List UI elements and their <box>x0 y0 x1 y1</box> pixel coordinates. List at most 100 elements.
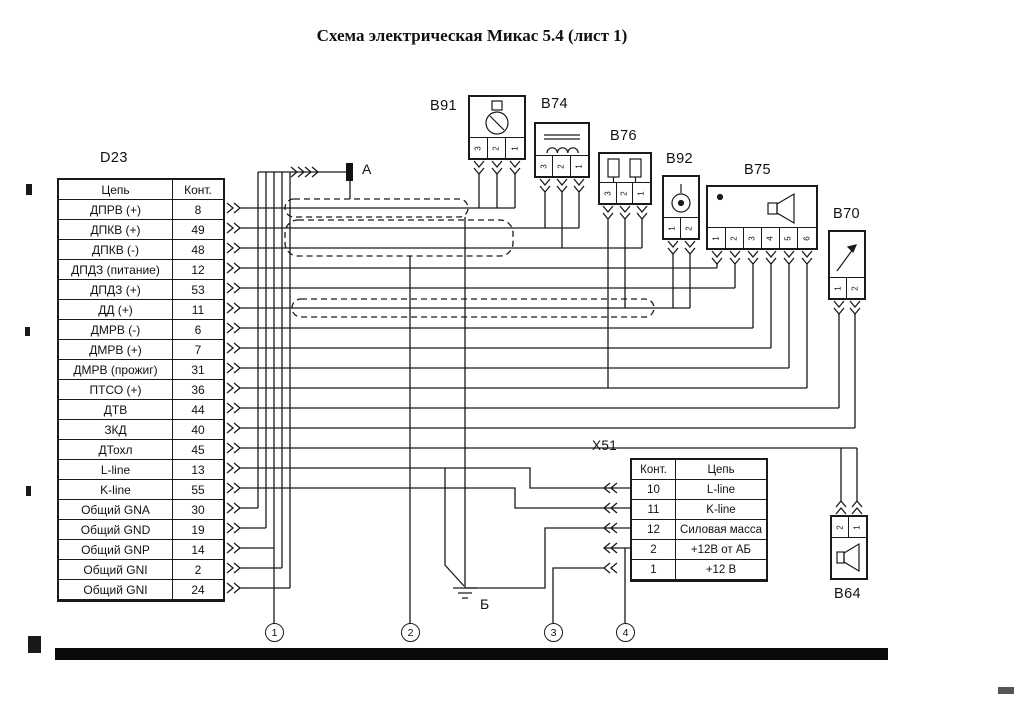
pin-cell: 48 <box>173 240 223 260</box>
scan-artifact <box>998 687 1014 694</box>
circuit-cell: ДПДЗ (+) <box>59 280 173 300</box>
pin-cell: 19 <box>173 520 223 540</box>
circuit-cell: ПТСО (+) <box>59 380 173 400</box>
column-header-circuit: Цепь <box>676 460 766 480</box>
point-b-label: Б <box>480 596 490 612</box>
circuit-cell: L-line <box>59 460 173 480</box>
ground-symbol <box>453 587 477 599</box>
pin-cell: 2 <box>553 156 571 176</box>
component-label-b70: B70 <box>833 206 860 222</box>
scan-artifact <box>28 636 41 653</box>
pin-strip: 1 2 3 4 5 6 <box>708 227 816 248</box>
pin-cell: 5 <box>780 228 798 248</box>
connector-label-d23: D23 <box>100 150 128 166</box>
pin-cell: 2 <box>850 285 860 291</box>
pin-cell: 1 <box>708 228 726 248</box>
component-label-b91: B91 <box>430 98 457 114</box>
circuit-cell: ДД (+) <box>59 300 173 320</box>
pin-cell: 11 <box>632 500 676 520</box>
component-pin-wires <box>478 174 858 501</box>
airflow-sensor-icon <box>716 192 795 225</box>
component-label-b74: B74 <box>541 96 568 112</box>
pin-cell: 3 <box>536 156 554 176</box>
pin-cell: 14 <box>173 540 223 560</box>
component-b91: 3 2 1 <box>468 95 526 160</box>
inductive-sensor-icon <box>544 134 580 154</box>
pin-cell: 2 <box>488 138 506 158</box>
pin-cell: 55 <box>173 480 223 500</box>
pin-cell: 10 <box>632 480 676 500</box>
knock-sensor-icon <box>671 184 691 213</box>
pin-cell: 36 <box>173 380 223 400</box>
pin-strip: 1 2 <box>830 277 864 298</box>
circuit-cell: +12 В <box>676 560 766 580</box>
circuit-cell: ДПРВ (+) <box>59 200 173 220</box>
circuit-cell: ДМРВ (-) <box>59 320 173 340</box>
bottom-marker-1: 1 <box>265 623 284 642</box>
circuit-cell: ДПКВ (+) <box>59 220 173 240</box>
scan-edge-bar <box>55 648 888 660</box>
resistor-sensor-icon <box>607 158 642 184</box>
page-title: Схема электрическая Микас 5.4 (лист 1) <box>316 26 628 45</box>
bottom-marker-4: 4 <box>616 623 635 642</box>
pin-cell: 53 <box>173 280 223 300</box>
pin-cell: 2 <box>617 183 634 203</box>
pin-cell: 40 <box>173 420 223 440</box>
pin-cell: 3 <box>744 228 762 248</box>
component-b64: 2 1 <box>830 515 868 580</box>
pin-cell: 1 <box>637 190 647 196</box>
column-header-pin: Конт. <box>632 460 676 480</box>
column-header-pin: Конт. <box>173 180 223 200</box>
circuit-cell: ДМРВ (+) <box>59 340 173 360</box>
pin-strip: 3 2 1 <box>600 182 650 203</box>
pin-cell: 2 <box>726 228 744 248</box>
component-b74: 3 2 1 <box>534 122 590 178</box>
pin-cell: 31 <box>173 360 223 380</box>
pin-strip: 3 2 1 <box>470 137 524 158</box>
pin-cell: 2 <box>684 225 694 231</box>
circuit-cell: Общий GNA <box>59 500 173 520</box>
pin-cell: 6 <box>802 235 812 241</box>
component-label-b92: B92 <box>666 151 693 167</box>
component-label-b75: B75 <box>744 162 771 178</box>
pin-cell: 1 <box>574 163 584 169</box>
pin-cell: 30 <box>173 500 223 520</box>
circuit-cell: K-line <box>676 500 766 520</box>
pin-cell: 2 <box>832 517 849 537</box>
pin-cell: 49 <box>173 220 223 240</box>
phase-sensor-icon <box>485 100 509 135</box>
circuit-cell: ДПДЗ (питание) <box>59 260 173 280</box>
circuit-cell: +12В от АБ <box>676 540 766 560</box>
pin-cell: 8 <box>173 200 223 220</box>
component-b70: 1 2 <box>828 230 866 300</box>
pin-cell: 12 <box>632 520 676 540</box>
scan-artifact <box>26 486 31 496</box>
circuit-cell: ЗКД <box>59 420 173 440</box>
component-label-b76: B76 <box>610 128 637 144</box>
pin-cell: 24 <box>173 580 223 600</box>
shield-capsules <box>284 198 655 318</box>
x51-table: Конт. Цепь 10 L-line 11 K-line 12 Силова… <box>630 458 768 582</box>
circuit-cell: ДМРВ (прожиг) <box>59 360 173 380</box>
pin-cell: 1 <box>664 218 681 238</box>
pin-cell: 3 <box>470 138 488 158</box>
point-a-label: А <box>362 161 372 177</box>
shield-drain-wires <box>409 217 466 623</box>
d23-row-arrows <box>226 202 241 594</box>
pin-cell: 7 <box>173 340 223 360</box>
circuit-cell: K-line <box>59 480 173 500</box>
pin-cell: 1 <box>632 560 676 580</box>
component-label-b64: B64 <box>834 586 861 602</box>
pin-strip: 2 1 <box>832 517 866 538</box>
column-header-circuit: Цепь <box>59 180 173 200</box>
component-b92: 1 2 <box>662 175 700 240</box>
scan-artifact <box>26 184 32 195</box>
pin-cell: 1 <box>852 524 862 530</box>
pin-cell: 1 <box>510 145 520 151</box>
pin-cell: 13 <box>173 460 223 480</box>
circuit-cell: Общий GNI <box>59 560 173 580</box>
circuit-cell: Общий GNP <box>59 540 173 560</box>
pin-cell: 44 <box>173 400 223 420</box>
